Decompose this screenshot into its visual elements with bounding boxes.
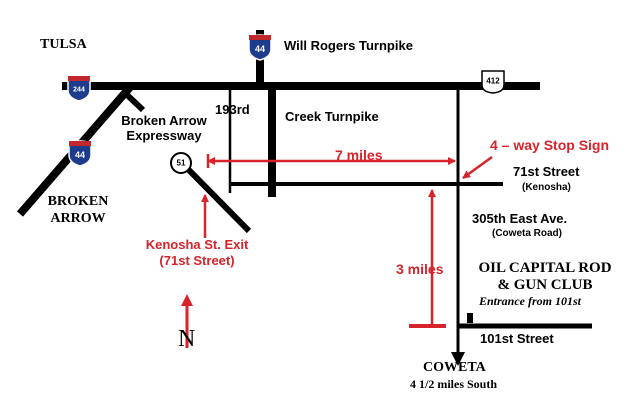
ave-305th-label: 305th East Ave. xyxy=(472,211,568,226)
stop-sign-pointer xyxy=(462,155,493,180)
entrance-label: Entrance from 101st xyxy=(479,294,582,308)
coweta-label: COWETA xyxy=(423,360,486,375)
us412-shield-number: 412 xyxy=(486,76,500,86)
creek-turnpike-label: Creek Turnpike xyxy=(285,109,379,124)
i244-shield-icon xyxy=(67,75,91,102)
club-entrance-marker xyxy=(467,313,473,323)
i44-top-shield-number: 44 xyxy=(254,44,266,54)
kenosha-label: (Kenosha) xyxy=(522,182,571,193)
seven-miles-label: 7 miles xyxy=(335,147,383,163)
broken-arrow-city-label: BROKEN ARROW xyxy=(47,194,109,226)
tulsa-label: TULSA xyxy=(40,37,87,52)
north-label: N xyxy=(178,326,196,352)
i44-top-shield-icon xyxy=(248,34,272,61)
stop-sign-label: 4 – way Stop Sign xyxy=(490,137,610,153)
coweta-road-label: (Coweta Road) xyxy=(492,228,562,239)
i44-left-shield-number: 44 xyxy=(74,150,86,160)
kenosha-exit-label: Kenosha St. Exit (71st Street) xyxy=(145,237,249,269)
broken-arrow-expressway-spur xyxy=(121,89,146,113)
three-miles-label: 3 miles xyxy=(396,261,444,277)
club-name-label: OIL CAPITAL ROD & GUN CLUB xyxy=(478,260,612,294)
will-rogers-turnpike-label: Will Rogers Turnpike xyxy=(284,38,413,53)
north-arrow-head xyxy=(181,294,193,306)
broken-arrow-expressway-label: Broken Arrow Expressway xyxy=(121,113,207,143)
us412-shield-icon xyxy=(481,70,505,94)
sh51-shield-number: 51 xyxy=(176,158,186,168)
road-193rd-label: 193rd xyxy=(215,102,250,117)
coweta-south-label: 4 1/2 miles South xyxy=(410,377,498,391)
i44-left-shield-icon xyxy=(68,140,92,167)
street-71st-label: 71st Street xyxy=(513,164,580,179)
coweta-arrow-head xyxy=(451,352,465,366)
street-101st-label: 101st Street xyxy=(480,331,554,346)
i244-shield-number: 244 xyxy=(73,86,85,94)
sh51-shield-icon xyxy=(170,152,192,174)
sh51-road xyxy=(179,160,252,234)
